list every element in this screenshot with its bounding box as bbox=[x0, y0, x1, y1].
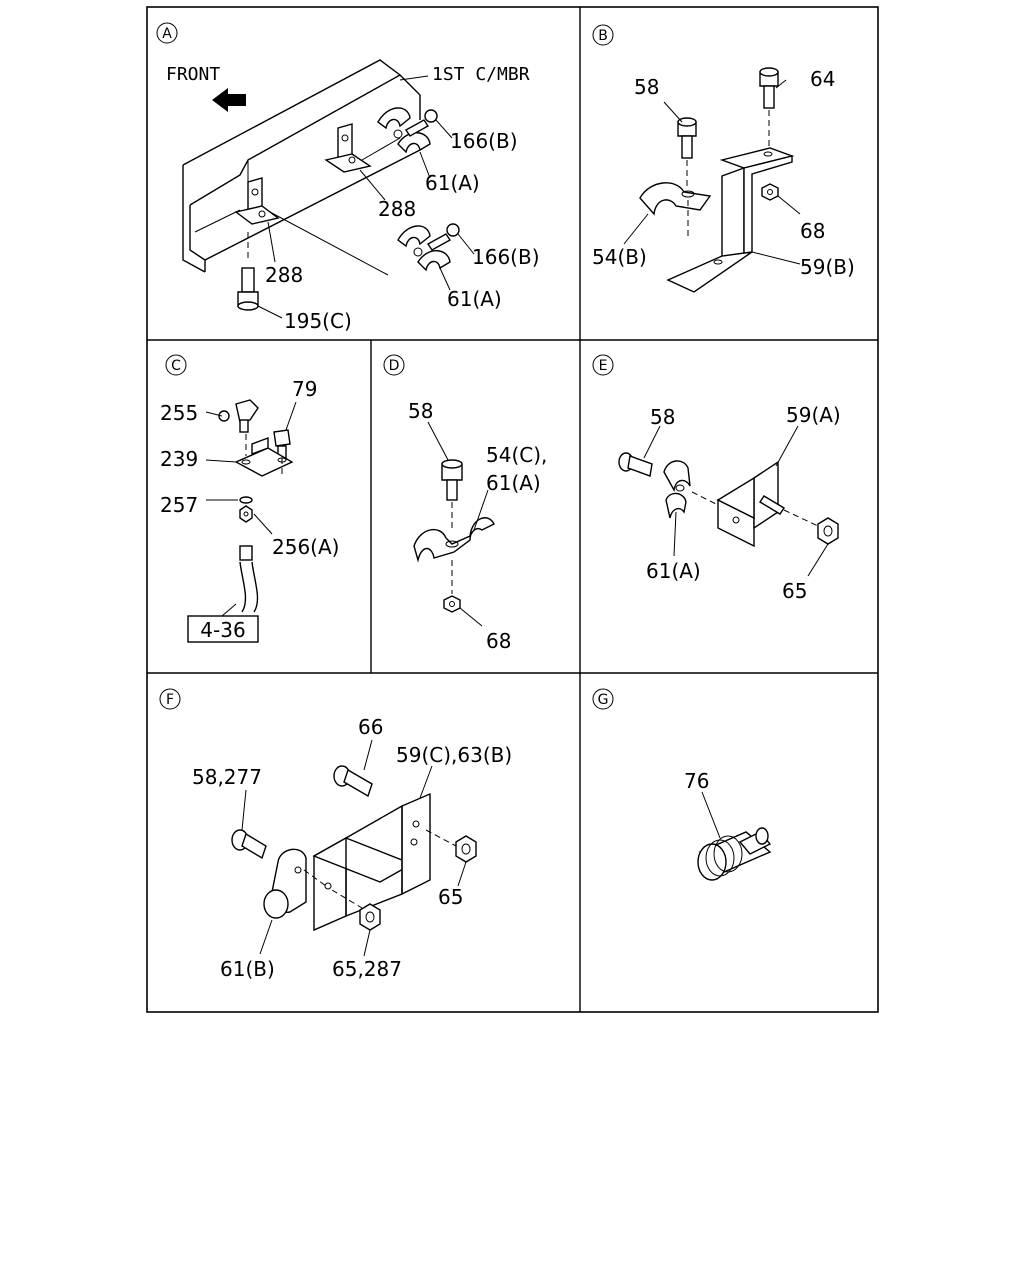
panel-a: A FRONT bbox=[156, 22, 540, 333]
panel-b: B bbox=[592, 24, 855, 293]
label-c-257: 257 bbox=[160, 493, 198, 517]
label-288-left: 288 bbox=[265, 263, 303, 287]
bolt-166b-upper bbox=[404, 109, 438, 137]
label-c-256a: 256(A) bbox=[272, 535, 339, 559]
bracket-59b bbox=[666, 147, 795, 293]
bracket-239 bbox=[234, 434, 294, 477]
bolt-79 bbox=[273, 429, 291, 459]
panel-g: G 76 bbox=[592, 688, 772, 881]
panel-c-letter: C bbox=[171, 358, 181, 374]
bracket-59c-63b bbox=[312, 792, 431, 932]
label-1st-cmbr: 1ST C/MBR bbox=[432, 64, 530, 85]
front-label: FRONT bbox=[166, 64, 220, 85]
nut-256a bbox=[239, 505, 253, 523]
label-e-58: 58 bbox=[650, 405, 675, 429]
label-f-66: 66 bbox=[358, 715, 383, 739]
panel-f-letter: F bbox=[166, 692, 174, 708]
clamp-54b bbox=[639, 182, 712, 240]
label-d-58: 58 bbox=[408, 399, 433, 423]
label-b-68: 68 bbox=[800, 219, 825, 243]
label-166b-lower: 166(B) bbox=[472, 245, 540, 269]
nut-65 bbox=[817, 517, 839, 545]
nut-65 bbox=[455, 835, 477, 863]
panel-d: D 58 54(C), 61(A) 68 bbox=[383, 354, 547, 653]
panel-f: F bbox=[159, 688, 512, 981]
label-d-68: 68 bbox=[486, 629, 511, 653]
label-f-65-287: 65,287 bbox=[332, 957, 402, 981]
label-f-61b: 61(B) bbox=[220, 957, 275, 981]
label-f-58-277: 58,277 bbox=[192, 765, 262, 789]
fitting-255 bbox=[218, 399, 259, 433]
fitting-76 bbox=[697, 827, 772, 881]
panel-grid bbox=[146, 6, 879, 1013]
bracket-288-right bbox=[324, 123, 372, 173]
bolt-166b-lower bbox=[426, 223, 460, 251]
bracket-59a bbox=[716, 460, 779, 548]
panel-a-badge-circle bbox=[156, 22, 178, 44]
bolt-58 bbox=[677, 117, 697, 186]
bolt-195c bbox=[237, 232, 259, 311]
label-d-54c: 54(C), bbox=[486, 443, 547, 467]
bolt-64 bbox=[759, 67, 779, 148]
bracket-288-left bbox=[234, 177, 280, 225]
label-195c: 195(C) bbox=[284, 309, 352, 333]
clamp-61a-lower bbox=[397, 225, 451, 272]
crossmember-beam bbox=[182, 59, 421, 273]
label-c-239: 239 bbox=[160, 447, 198, 471]
label-b-58: 58 bbox=[634, 75, 659, 99]
pipe-4-36 bbox=[221, 545, 259, 617]
panel-e: E 58 59(A) 61(A) bbox=[592, 354, 841, 603]
clamp-61a bbox=[663, 460, 691, 519]
ref-box-4-36[interactable]: 4-36 bbox=[187, 615, 259, 643]
label-288-right: 288 bbox=[378, 197, 416, 221]
label-b-59b: 59(B) bbox=[800, 255, 855, 279]
bolt-58 bbox=[618, 452, 653, 477]
stud bbox=[759, 495, 785, 515]
label-b-54b: 54(B) bbox=[592, 245, 647, 269]
label-d-61a: 61(A) bbox=[486, 471, 541, 495]
panel-b-letter: B bbox=[598, 28, 608, 44]
ref-box-label[interactable]: 4-36 bbox=[200, 618, 245, 642]
nut-65-287 bbox=[359, 903, 381, 931]
label-b-64: 64 bbox=[810, 67, 835, 91]
label-c-255: 255 bbox=[160, 401, 198, 425]
panel-c: C bbox=[160, 354, 339, 643]
bolt-66 bbox=[333, 765, 373, 798]
label-g-76: 76 bbox=[684, 769, 709, 793]
panel-d-letter: D bbox=[389, 358, 400, 374]
washer-257 bbox=[239, 496, 253, 504]
clamp-54c-61a bbox=[413, 517, 495, 594]
label-e-59a: 59(A) bbox=[786, 403, 841, 427]
label-61a-lower: 61(A) bbox=[447, 287, 502, 311]
nut-68 bbox=[443, 595, 461, 613]
label-f-59c-63b: 59(C),63(B) bbox=[396, 743, 512, 767]
panel-a-letter: A bbox=[162, 26, 172, 42]
label-166b-upper: 166(B) bbox=[450, 129, 518, 153]
clamp-61b bbox=[263, 848, 307, 919]
front-arrow-icon bbox=[212, 88, 246, 112]
panel-e-letter: E bbox=[599, 358, 608, 374]
bolt-58-277 bbox=[231, 829, 267, 860]
label-e-61a: 61(A) bbox=[646, 559, 701, 583]
label-61a-upper: 61(A) bbox=[425, 171, 480, 195]
nut-68 bbox=[761, 183, 779, 201]
label-c-79: 79 bbox=[292, 377, 317, 401]
label-e-65: 65 bbox=[782, 579, 807, 603]
bolt-58 bbox=[441, 459, 463, 530]
panel-g-letter: G bbox=[598, 692, 609, 708]
label-f-65: 65 bbox=[438, 885, 463, 909]
